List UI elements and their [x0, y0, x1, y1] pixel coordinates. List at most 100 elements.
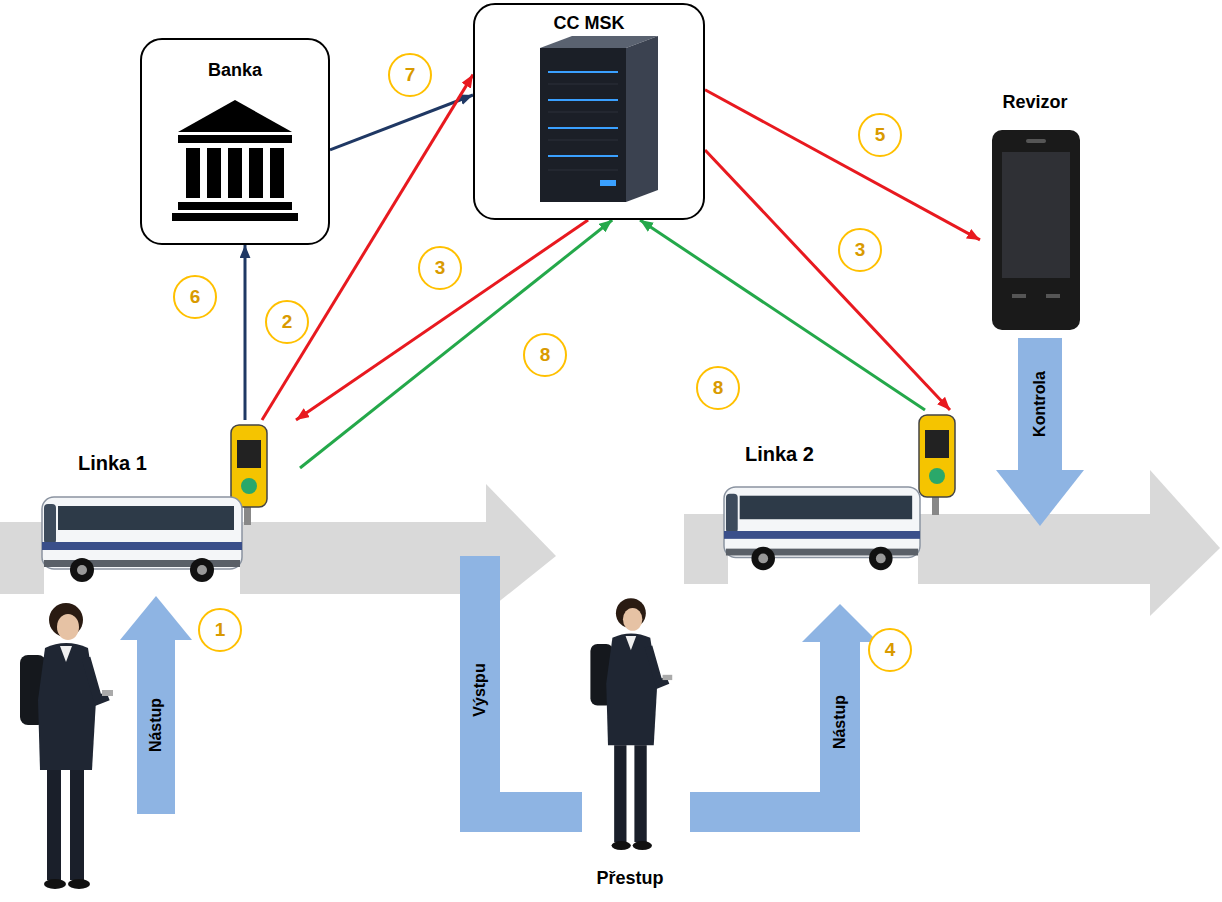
validator-part	[237, 440, 261, 468]
validator-part	[244, 505, 251, 525]
passenger	[20, 603, 113, 889]
action-label: Kontrola	[1031, 371, 1048, 437]
callout-number: 6	[190, 286, 201, 308]
flow-arrow	[330, 95, 473, 150]
caption-label: Přestup	[596, 868, 663, 889]
validator-part	[241, 478, 257, 494]
passenger-part	[626, 636, 637, 650]
bus-part	[44, 504, 56, 544]
callout-circle: 2	[265, 300, 309, 344]
inspector-device-part	[1002, 152, 1070, 278]
boarding-arrow-part	[820, 640, 860, 832]
bank-icon-part	[270, 148, 284, 198]
action-label: Nástup	[831, 695, 848, 749]
inspector-device	[992, 130, 1080, 330]
callout-number: 3	[435, 257, 446, 279]
passenger-part	[102, 690, 113, 696]
bus-part	[751, 547, 775, 571]
arrow-caption: Nástup	[831, 695, 849, 749]
flow-arrow	[296, 220, 588, 420]
callout-circle: 3	[418, 246, 462, 290]
arrow-caption: Kontrola	[1031, 371, 1049, 437]
inspector-device-part	[1046, 294, 1060, 298]
boarding-arrow	[120, 596, 192, 814]
travel-arrow-part	[918, 514, 1152, 584]
bank-icon-part	[178, 202, 292, 210]
inspection-arrow	[996, 338, 1084, 526]
arrow-caption: Výstpu	[471, 663, 489, 716]
travel-arrow-part	[240, 522, 488, 594]
server-icon-part	[548, 127, 618, 129]
validator-part	[929, 468, 945, 484]
inspection-arrow-part	[1018, 338, 1062, 472]
bank-icon	[172, 100, 298, 221]
server-box: CC MSK	[473, 3, 705, 220]
inspector-node: Revizor	[980, 88, 1090, 335]
server-icon-part	[626, 36, 658, 202]
travel-arrow-part	[684, 514, 728, 584]
callout-number: 3	[855, 239, 866, 261]
boarding-arrow-part	[137, 638, 175, 814]
validator-part	[231, 425, 267, 507]
callout-circle: 7	[388, 53, 432, 97]
bus-part	[726, 494, 738, 533]
bank-icon-part	[186, 148, 200, 198]
passenger-part	[60, 646, 72, 662]
callout-circle: 8	[696, 366, 740, 410]
callout-number: 2	[282, 311, 293, 333]
callout-number: 8	[540, 344, 551, 366]
server-icon-part	[548, 84, 618, 85]
passenger-part	[634, 745, 646, 842]
flow-arrow	[262, 75, 473, 420]
passenger-part	[57, 614, 79, 640]
action-label: Přestup	[596, 868, 663, 888]
bank-icon-part	[207, 148, 221, 198]
bus-part	[190, 558, 214, 582]
passenger-part	[70, 770, 84, 880]
callout-circle: 8	[523, 333, 567, 377]
flow-arrow	[300, 220, 612, 468]
bus-part	[724, 487, 920, 558]
inspector-device-part	[992, 130, 1080, 330]
inspection-arrow-part	[996, 470, 1084, 526]
callout-number: 8	[713, 377, 724, 399]
callout-number: 1	[215, 619, 226, 641]
flow-arrow	[244, 245, 247, 420]
bank-icon-part	[172, 213, 298, 221]
bank-icon-part	[228, 148, 242, 198]
validator-part	[919, 415, 955, 497]
node-title: Linka 2	[745, 443, 814, 466]
callout-circle: 5	[858, 113, 902, 157]
bus-part	[58, 506, 234, 530]
server-icon	[540, 36, 658, 202]
server-icon-part	[548, 170, 618, 171]
boarding-arrow-part	[802, 604, 878, 642]
node-title: Banka	[208, 60, 262, 81]
alighting-arrow-part	[460, 792, 582, 832]
server-icon-part	[600, 180, 616, 186]
node-title: CC MSK	[554, 13, 625, 34]
passenger-part	[44, 879, 66, 889]
bank-box: Banka	[140, 38, 330, 245]
server-icon-part	[548, 112, 618, 113]
alighting-arrow-part	[460, 556, 500, 832]
travel-arrow-part	[1150, 470, 1220, 616]
boarding-arrow	[690, 604, 878, 832]
server-icon-part	[548, 71, 618, 73]
flow-arrow	[705, 90, 980, 240]
action-label: Výstpu	[471, 663, 488, 716]
server-icon-part	[548, 155, 618, 157]
bus-part	[70, 558, 94, 582]
server-icon-part	[548, 140, 618, 141]
node-title: Revizor	[1002, 92, 1067, 113]
passenger-part	[633, 841, 652, 850]
flow-arrow	[640, 220, 925, 410]
travel-arrow-part	[0, 522, 44, 594]
bus-line-node: Linka 2	[720, 410, 965, 570]
callout-number: 7	[405, 64, 416, 86]
bus-part	[77, 565, 87, 575]
